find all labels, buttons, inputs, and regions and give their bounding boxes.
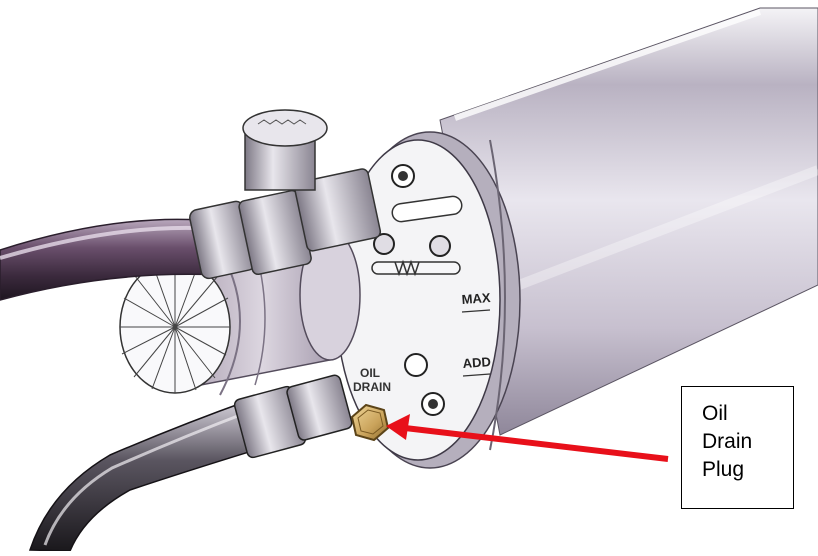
sight-slot (371, 195, 463, 277)
callout-text-line2: Drain (702, 430, 753, 453)
lower-hose (28, 399, 263, 552)
callout-arrow (386, 414, 669, 462)
oil-drain-plug (350, 403, 390, 442)
level-marks: MAX ADD (461, 290, 491, 377)
bolt-lower (404, 353, 428, 377)
callout-text-line1: Oil (702, 402, 728, 425)
lower-fitting (233, 374, 353, 459)
max-label: MAX (461, 290, 491, 307)
bolt-right (429, 235, 451, 257)
radial-end-cap (119, 260, 231, 394)
oil-drain-label-line1: OIL (360, 366, 380, 380)
bolt-left (373, 233, 395, 255)
callout-text-line3: Plug (702, 458, 745, 481)
callout-box: Oil Drain Plug (681, 386, 794, 509)
flange-bolts (373, 164, 451, 416)
upper-fitting (189, 109, 382, 280)
oil-drain-label-line2: DRAIN (353, 380, 391, 394)
add-label: ADD (462, 354, 491, 371)
tee-valve-cap (242, 109, 328, 147)
oil-drain-marking: OIL DRAIN (353, 366, 391, 394)
